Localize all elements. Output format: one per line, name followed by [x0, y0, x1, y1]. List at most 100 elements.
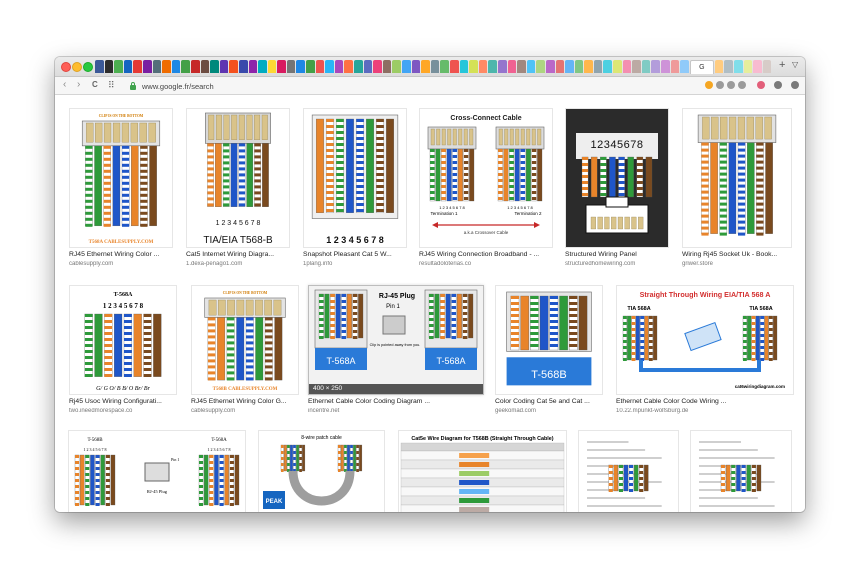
browser-tab[interactable]	[517, 60, 526, 73]
tab-overflow-icon[interactable]: ▽	[792, 60, 799, 69]
browser-tab[interactable]	[670, 60, 680, 73]
browser-tab[interactable]	[344, 60, 354, 73]
result-thumbnail[interactable]: T-568A 1 2 3 4 5 6 7 8 G/ G O/ B B/ O Br…	[69, 285, 177, 395]
browser-tab[interactable]	[114, 60, 123, 73]
result-title[interactable]: Snapshot Pleasant Cat 5 W...	[303, 251, 392, 258]
minimize-window-button[interactable]	[72, 62, 82, 72]
result-thumbnail[interactable]: Straight Through Wiring EIA/TIA 568 A TI…	[616, 285, 794, 395]
browser-tab[interactable]	[162, 60, 171, 73]
browser-tab[interactable]	[469, 60, 478, 73]
image-result[interactable]	[690, 430, 792, 512]
extension-icon[interactable]	[774, 81, 782, 89]
result-thumbnail[interactable]	[682, 108, 792, 248]
result-title[interactable]: Rj45 Usoc Wiring Configurati...	[69, 398, 162, 405]
browser-tab[interactable]	[325, 60, 334, 73]
browser-tab[interactable]	[142, 60, 152, 73]
browser-tab[interactable]	[680, 60, 689, 73]
result-thumbnail[interactable]	[578, 430, 679, 512]
browser-tab[interactable]	[459, 60, 469, 73]
browser-tab[interactable]	[296, 60, 306, 73]
browser-tab[interactable]	[411, 60, 421, 73]
browser-tab[interactable]	[277, 60, 286, 73]
browser-tab[interactable]	[258, 60, 267, 73]
result-title[interactable]: Cat5 Internet Wiring Diagra...	[186, 251, 275, 258]
browser-tab[interactable]	[171, 60, 181, 73]
browser-tab[interactable]	[123, 60, 133, 73]
image-result[interactable]: 1 2 3 4 5 6 7 8 TIA/EIA T568-B Cat5 Inte…	[186, 108, 290, 272]
result-title[interactable]: Structured Wiring Panel	[565, 251, 637, 258]
result-title[interactable]: Ethernet Cable Color Coding Diagram ...	[308, 398, 431, 405]
zoom-window-button[interactable]	[83, 62, 93, 72]
result-title[interactable]: Wiring Rj45 Socket Uk - Book...	[682, 251, 778, 258]
result-source[interactable]: griwer.store	[682, 261, 714, 267]
browser-tab[interactable]	[104, 60, 114, 73]
result-title[interactable]: Ethernet Cable Color Code Wiring ...	[616, 398, 727, 405]
browser-tab[interactable]	[545, 60, 555, 73]
image-result[interactable]: Cat5e Wire Diagram for T568B (Straight T…	[398, 430, 567, 512]
extension-icon[interactable]	[727, 81, 735, 89]
image-result[interactable]: T-568A 1 2 3 4 5 6 7 8 G/ G O/ B B/ O Br…	[69, 285, 177, 419]
result-title[interactable]: RJ45 Wiring Connection Broadband - ...	[419, 251, 540, 258]
browser-tab[interactable]	[497, 60, 507, 73]
browser-tab[interactable]	[267, 60, 277, 73]
browser-tab[interactable]	[392, 60, 401, 73]
image-result[interactable]: T-568A RJ-45 Plug Pin 1 Clip is pointed …	[308, 285, 484, 419]
result-source[interactable]: geekomad.com	[495, 408, 537, 414]
result-source[interactable]: 10.22.mpunkt-wolfsburg.de	[616, 408, 689, 414]
browser-tab[interactable]	[334, 60, 344, 73]
browser-tab[interactable]	[526, 60, 536, 73]
extension-icon[interactable]	[757, 81, 765, 89]
browser-tab[interactable]	[622, 60, 632, 73]
browser-tab[interactable]	[133, 60, 142, 73]
browser-tab[interactable]	[555, 60, 565, 73]
browser-tab[interactable]	[440, 60, 449, 73]
browser-tab[interactable]	[373, 60, 382, 73]
close-window-button[interactable]	[61, 62, 71, 72]
browser-tab[interactable]	[724, 60, 733, 73]
result-thumbnail[interactable]	[690, 430, 792, 512]
browser-tab[interactable]	[488, 60, 497, 73]
result-source[interactable]: structuredhomewiring.com	[565, 261, 636, 267]
extension-icon[interactable]	[738, 81, 746, 89]
browser-tab[interactable]	[584, 60, 593, 73]
result-thumbnail[interactable]: 1 2 3 4 5 6 7 8 TIA/EIA T568-B	[186, 108, 290, 248]
browser-tab[interactable]	[382, 60, 392, 73]
browser-tab[interactable]	[200, 60, 210, 73]
result-source[interactable]: incentre.net	[308, 408, 340, 414]
image-result[interactable]: Cross-Connect Cable 1 2 3 4 5 6 7 8 1 2 …	[419, 108, 553, 272]
browser-tab[interactable]	[152, 60, 162, 73]
back-button[interactable]: ‹	[63, 79, 67, 90]
image-result[interactable]: T-568B T-568A 1 2 3 4 5 6 7 8 1 2 3 4 5 …	[68, 430, 246, 512]
result-thumbnail[interactable]: T-568B T-568A 1 2 3 4 5 6 7 8 1 2 3 4 5 …	[68, 430, 246, 512]
browser-tab[interactable]	[238, 60, 248, 73]
new-tab-button[interactable]: +	[779, 59, 786, 71]
browser-tab[interactable]	[613, 60, 622, 73]
result-thumbnail[interactable]: Cross-Connect Cable 1 2 3 4 5 6 7 8 1 2 …	[419, 108, 553, 248]
extension-icon[interactable]	[705, 81, 713, 89]
extension-icon[interactable]	[716, 81, 724, 89]
browser-tab[interactable]	[449, 60, 459, 73]
image-result[interactable]	[578, 430, 679, 512]
browser-tab[interactable]	[95, 60, 104, 73]
browser-tab[interactable]	[565, 60, 574, 73]
browser-tab[interactable]	[181, 60, 190, 73]
result-title[interactable]: Color Coding Cat 5e and Cat ...	[495, 398, 590, 405]
browser-tab[interactable]	[190, 60, 200, 73]
browser-tab[interactable]	[753, 60, 762, 73]
browser-tab[interactable]	[593, 60, 603, 73]
browser-tab[interactable]	[210, 60, 219, 73]
browser-tab[interactable]	[734, 60, 743, 73]
browser-tab[interactable]	[354, 60, 363, 73]
result-thumbnail[interactable]: 8-wire patch cable PEAK	[258, 430, 385, 512]
browser-tab[interactable]	[661, 60, 670, 73]
browser-tab[interactable]	[229, 60, 238, 73]
browser-tab[interactable]	[603, 60, 613, 73]
result-thumbnail[interactable]: CLIP IS ON THE BOTTOM T568B CABLESUPPLY.…	[191, 285, 299, 395]
browser-tab[interactable]	[315, 60, 325, 73]
image-result[interactable]: T-568B Color Coding Cat 5e and Cat ...ge…	[495, 285, 603, 419]
address-bar[interactable]: www.google.fr/search	[130, 80, 300, 92]
result-source[interactable]: resultadoloterias.co	[419, 261, 472, 267]
result-thumbnail[interactable]: Cat5e Wire Diagram for T568B (Straight T…	[398, 430, 567, 512]
browser-tab[interactable]	[743, 60, 753, 73]
